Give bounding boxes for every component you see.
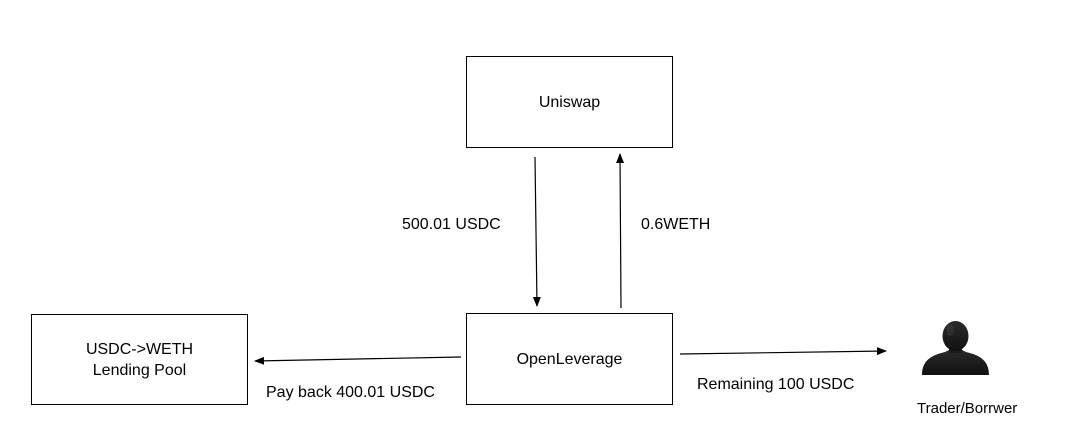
- openleverage-label: OpenLeverage: [516, 350, 623, 368]
- arrow-remaining-right: [679, 347, 887, 356]
- edge-label-weth-from-uniswap: 0.6WETH: [641, 216, 711, 233]
- arrow-usdc-down: [532, 156, 541, 307]
- edge-label-payback: Pay back 400.01 USDC: [266, 384, 435, 401]
- openleverage-node: OpenLeverage: [466, 313, 673, 405]
- edge-label-usdc-to-uniswap: 500.01 USDC: [402, 216, 501, 233]
- arrow-payback-left: [254, 356, 462, 365]
- person-icon: [922, 321, 989, 375]
- edge-label-remaining: Remaining 100 USDC: [697, 376, 855, 393]
- uniswap-label: Uniswap: [538, 93, 601, 111]
- arrow-weth-up: [616, 153, 625, 309]
- uniswap-node: Uniswap: [466, 56, 673, 148]
- trader-label: Trader/Borrwer: [917, 400, 1018, 417]
- lending-pool-node: USDC->WETH Lending Pool: [31, 314, 248, 405]
- lending-pool-label-line2: Lending Pool: [92, 361, 187, 379]
- lending-pool-label-line1: USDC->WETH: [85, 340, 194, 358]
